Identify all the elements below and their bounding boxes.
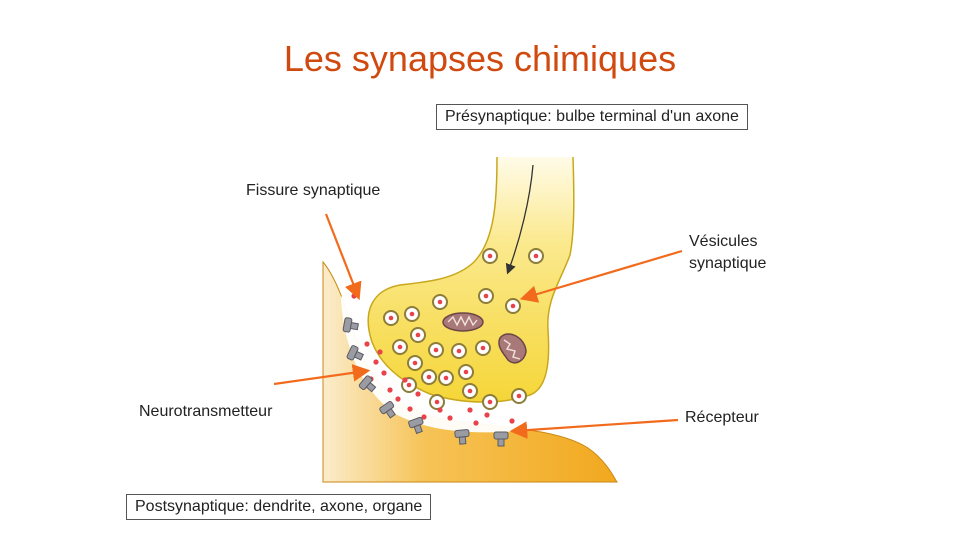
vesicle [410, 327, 426, 343]
vesicle [392, 339, 408, 355]
arrow-fissure [324, 213, 362, 301]
synaptic-vesicles [383, 248, 544, 410]
neurotransmetteur-label: Neurotransmetteur [139, 403, 273, 420]
vesicle [528, 248, 544, 264]
vesicules-label-line1: Vésicules [689, 233, 758, 250]
receptor [346, 345, 364, 361]
vesicle [482, 248, 498, 264]
vesicle [383, 310, 399, 326]
presynaptic-terminal [367, 156, 575, 403]
signal-arrow [505, 164, 534, 275]
vesicle [458, 364, 474, 380]
vesicle [451, 343, 467, 359]
arrow-vesicules [519, 249, 683, 303]
vesicle [462, 383, 478, 399]
vesicules-label-line2: synaptique [689, 255, 767, 272]
vesicle-fusing [429, 394, 445, 410]
vesicle [407, 355, 423, 371]
receptor [493, 431, 509, 447]
vesicules-label: Vésicules synaptique [689, 231, 766, 275]
receptor [408, 416, 424, 435]
presynaptic-label: Présynaptique: bulbe terminal d'un axone [436, 104, 748, 130]
arrow-recepteur [509, 418, 679, 439]
postsynaptic-label: Postsynaptique: dendrite, axone, organe [126, 494, 432, 520]
receptor [342, 317, 359, 333]
vesicle [505, 298, 521, 314]
receptor [379, 400, 396, 419]
vesicle [421, 369, 437, 385]
vesicle-fusing [482, 394, 498, 410]
receptor [454, 429, 470, 445]
vesicle [404, 306, 420, 322]
vesicle [428, 342, 444, 358]
vesicle [511, 388, 527, 404]
receptors [342, 317, 509, 447]
fissure-label: Fissure synaptique [246, 182, 381, 199]
mitochondrion [498, 333, 527, 364]
vesicle [432, 294, 448, 310]
vesicle [438, 370, 454, 386]
slide-title: Les synapses chimiques [283, 38, 677, 79]
arrow-neurotransmetteur [273, 364, 371, 386]
vesicle [478, 288, 494, 304]
mitochondrion [442, 312, 484, 332]
recepteur-label: Récepteur [685, 409, 759, 426]
vesicle [475, 340, 491, 356]
